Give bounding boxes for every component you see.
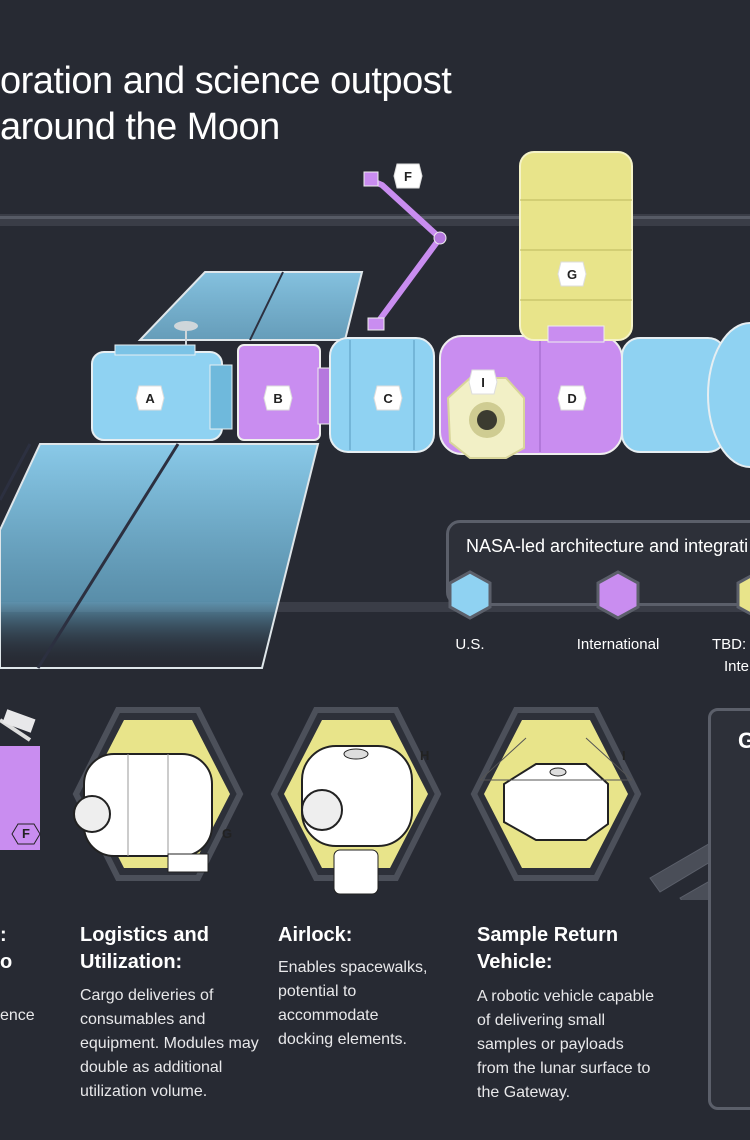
gateway-comparison-box [708, 708, 750, 1110]
lower-solar-array [0, 443, 320, 669]
top-band-line [0, 216, 750, 219]
legend-swatch-intl [596, 570, 640, 620]
card-g-hex [72, 707, 244, 881]
card-h-badge: H [420, 748, 430, 763]
card-g-desc: Cargo deliveries of consumables and equi… [80, 984, 259, 1104]
card-g-desc-line: Cargo deliveries of [80, 987, 214, 1004]
card-h-desc-line: docking elements. [278, 1031, 407, 1048]
card-g-desc-line: consumables and [80, 1011, 206, 1028]
card-h-desc: Enables spacewalks, potential to accommo… [278, 956, 427, 1052]
legend-label-tbd-2: Inte [724, 658, 750, 675]
card-g-desc-line: utilization volume. [80, 1083, 208, 1100]
gateway-box-letter: G [738, 728, 750, 753]
module-i [446, 377, 525, 459]
card-g-badge: G [222, 826, 233, 841]
legend-label-us: U.S. [455, 636, 485, 653]
label-f-badge: F [393, 163, 423, 189]
card-h-desc-line: Enables spacewalks, [278, 959, 428, 976]
card-i-desc-line: of delivering small [477, 1012, 606, 1029]
label-g: G [567, 267, 577, 282]
card-i-desc-line: from the lunar surface to [477, 1060, 651, 1077]
card-g-desc-line: double as additional [80, 1059, 223, 1076]
partial-card-desc: ence [0, 1007, 35, 1024]
bottom-band [0, 602, 750, 612]
module-right [621, 322, 750, 468]
legend-swatch-tbd [736, 574, 750, 616]
cards-hex-layer [0, 707, 750, 900]
title-line-1: oration and science outpost [0, 60, 452, 102]
card-i-title-2: Vehicle: [477, 951, 553, 973]
partial-card-title-2: o [0, 951, 13, 973]
card-h-hex [270, 707, 442, 895]
card-g-desc-line: equipment. Modules may [80, 1035, 259, 1052]
card-i-desc-line: A robotic vehicle capable [477, 988, 654, 1005]
card-h-desc-line: accommodate [278, 1007, 379, 1024]
label-a: A [145, 391, 155, 406]
card-h-title: Airlock: [278, 924, 353, 946]
card-g-title-2: Utilization: [80, 951, 183, 973]
card-i-hex [470, 707, 642, 881]
page-title: oration and science outpost around the M… [0, 58, 452, 150]
legend-swatches [448, 570, 750, 620]
legend-label-tbd: TBD: U [712, 636, 750, 653]
label-a-badge: A [135, 385, 165, 411]
module-g [519, 151, 633, 343]
card-i-desc-line: the Gateway. [477, 1084, 571, 1101]
label-c: C [383, 391, 393, 406]
title-line-2: around the Moon [0, 106, 280, 148]
element-label-layer: A B C D F G I [135, 163, 587, 411]
label-d: D [567, 391, 576, 406]
card-g-title-1: Logistics and [80, 924, 209, 946]
label-i-badge: I [468, 369, 498, 395]
label-d-badge: D [557, 385, 587, 411]
card-partial-badge: F [22, 826, 30, 841]
station-illustration [0, 151, 750, 669]
label-f: F [404, 169, 412, 184]
legend-label-intl: International [576, 636, 660, 653]
card-i-desc: A robotic vehicle capable of delivering … [477, 985, 654, 1105]
card-i-desc-line: samples or payloads [477, 1036, 624, 1053]
label-c-badge: C [373, 385, 403, 411]
partial-card-title-1: : [0, 924, 7, 946]
label-i: I [481, 375, 485, 390]
legend-swatch-us [448, 570, 492, 620]
label-b: B [273, 391, 282, 406]
card-i-badge: I [622, 748, 626, 763]
card-i-title-1: Sample Return [477, 924, 619, 946]
label-g-badge: G [557, 261, 587, 287]
card-partial-hex [0, 709, 41, 850]
card-h-desc-line: potential to [278, 983, 357, 1000]
label-b-badge: B [263, 385, 293, 411]
legend-title: NASA-led architecture and integrati [466, 536, 749, 556]
robotic-arm [363, 171, 447, 331]
